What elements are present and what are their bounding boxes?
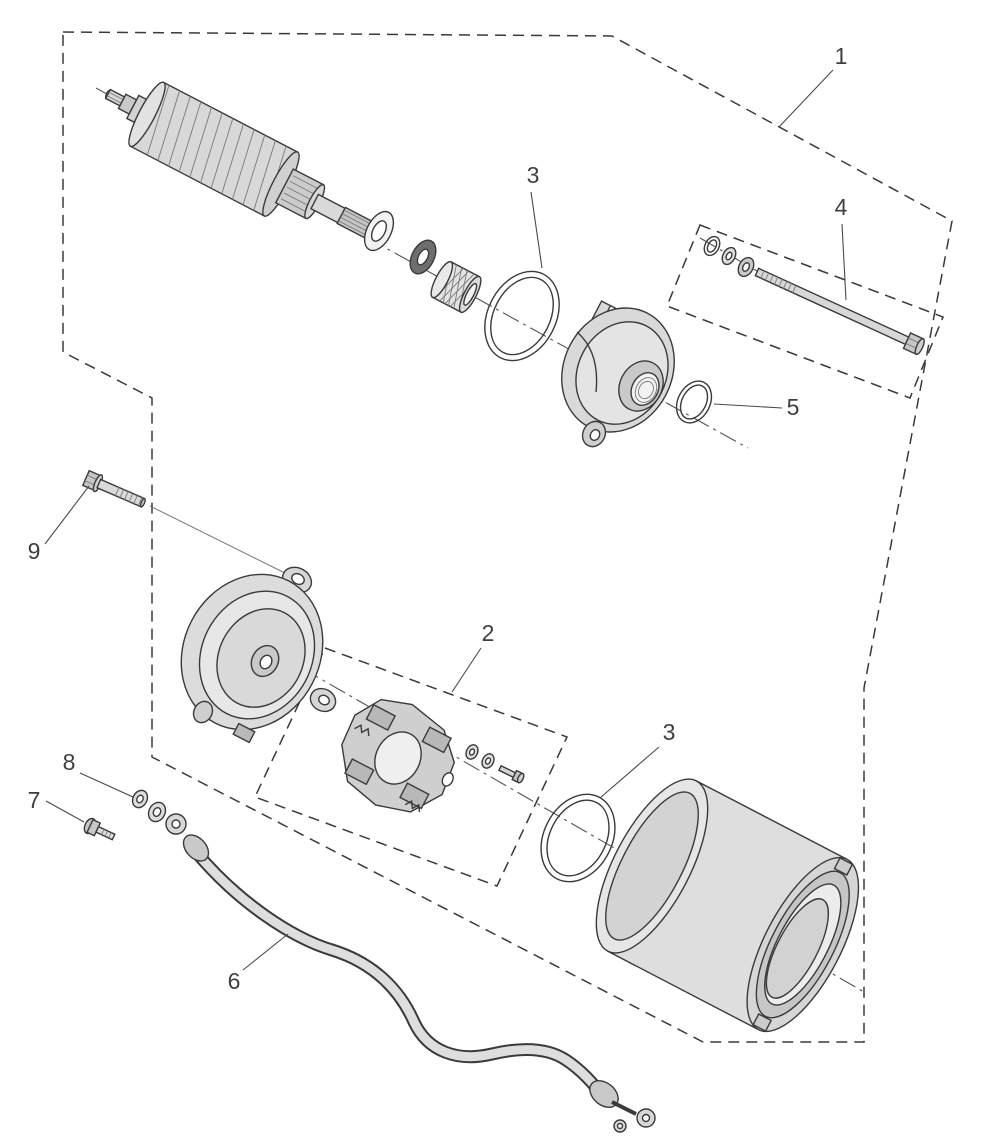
o-ring-large-lower (540, 793, 616, 883)
callout-label: 9 (28, 538, 41, 564)
group-box-through-bolt (666, 224, 944, 399)
yoke-housing (595, 778, 860, 1033)
battery-cable (165, 813, 656, 1133)
callout-leader (713, 403, 783, 409)
callout-4: 4 (835, 194, 848, 301)
front-bracket (561, 300, 675, 448)
callout-8: 8 (63, 749, 134, 798)
brush-screws (465, 744, 525, 784)
callout-6: 6 (228, 933, 289, 994)
armature (104, 81, 377, 240)
callout-leader (778, 69, 834, 128)
callout-2: 2 (451, 620, 495, 693)
end-cover (180, 566, 337, 744)
callout-9: 9 (28, 485, 90, 564)
o-ring-small (675, 380, 713, 424)
callout-leader (242, 933, 289, 971)
callout-leader (841, 223, 847, 301)
callout-1: 1 (778, 43, 848, 128)
callout-leader (79, 772, 134, 798)
terminal-screw (83, 817, 116, 841)
callout-label: 1 (835, 43, 848, 69)
callout-label: 7 (28, 787, 41, 813)
callout-label: 8 (63, 749, 76, 775)
callout-3-lower: 3 (599, 719, 676, 799)
assembly-axis-lower (149, 505, 865, 993)
callout-5: 5 (713, 394, 800, 420)
needle-bearing (430, 260, 482, 314)
group-box-brush-holder (253, 647, 569, 887)
callout-label: 2 (482, 620, 495, 646)
callout-label: 6 (228, 968, 241, 994)
callout-label: 5 (787, 394, 800, 420)
terminal-washers (131, 789, 167, 823)
callout-leader (530, 191, 543, 269)
oil-seal (409, 239, 437, 275)
callout-3-upper: 3 (527, 162, 543, 269)
callout-label: 4 (835, 194, 848, 220)
mount-bolt (81, 469, 146, 508)
bolt-washers (703, 235, 755, 278)
callout-leader (45, 800, 85, 823)
o-ring-large-upper (484, 270, 560, 362)
boundary-outline (62, 31, 953, 1043)
callout-leader (599, 746, 660, 799)
through-bolt (754, 267, 925, 356)
callout-label: 3 (663, 719, 676, 745)
callout-leader (451, 647, 482, 693)
callout-7: 7 (28, 787, 85, 823)
brush-holder-assembly (341, 698, 456, 813)
callout-label: 3 (527, 162, 540, 188)
thrust-washer (363, 210, 395, 252)
callout-leader (44, 485, 90, 545)
